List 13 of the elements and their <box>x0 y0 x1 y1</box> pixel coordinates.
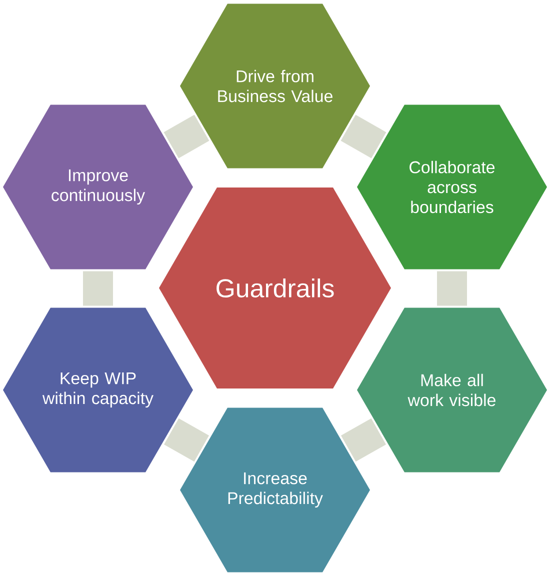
hexagon: Drive from Business Value <box>180 4 370 168</box>
connector-band <box>341 418 386 462</box>
hexagon: Improve continuously <box>3 104 193 270</box>
connector-band <box>340 114 386 158</box>
center-hexagon: Guardrails <box>159 188 391 388</box>
hexagon: Collaborate across boundaries <box>357 104 547 270</box>
hexagon: Keep WIP within capacity <box>3 308 193 472</box>
connector-band <box>164 418 209 462</box>
connector-band <box>83 271 113 306</box>
hexagon: Increase Predictability <box>180 408 370 572</box>
connector-band <box>164 114 210 158</box>
connector-band <box>437 271 467 306</box>
hexagon: Make all work visible <box>357 308 547 472</box>
